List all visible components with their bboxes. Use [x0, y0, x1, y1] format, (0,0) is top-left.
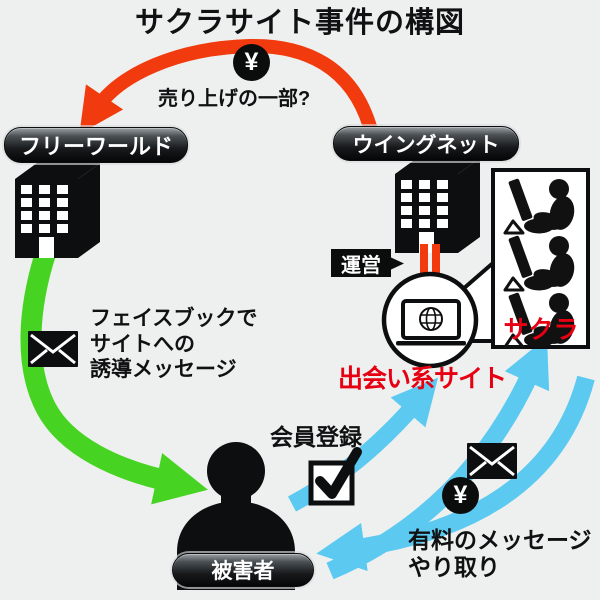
sakura-label: サクラ [503, 316, 579, 344]
mail-icon [465, 441, 519, 481]
victim-label: 被害者 [172, 553, 314, 587]
paid-message-line: 有料のメッセージ [408, 527, 592, 553]
paid-message-label: 有料のメッセージ やり取り [408, 527, 592, 581]
facebook-lure-line: サイトへの [90, 332, 195, 356]
yen-icon: ¥ [442, 477, 479, 514]
operation-link-bar [420, 244, 428, 280]
free-world-building-icon [15, 163, 100, 258]
paid-message-line: やり取り [408, 554, 500, 580]
registration-label: 会員登録 [270, 424, 362, 450]
facebook-lure-line: 誘導メッセージ [90, 358, 237, 381]
globe-laptop-icon [396, 299, 466, 346]
yen-icon: ¥ [233, 44, 270, 81]
mail-icon [26, 329, 80, 369]
company-wing-net-label: ウイングネット [333, 126, 519, 161]
wing-net-building-icon [395, 158, 480, 253]
checkbox-icon [308, 447, 362, 506]
company-free-world-label: フリーワールド [4, 127, 188, 163]
facebook-lure-label: フェイスブックで サイトへの 誘導メッセージ [90, 306, 257, 383]
messages-down-arrow [316, 375, 595, 572]
operation-tag: 運営 [331, 249, 391, 277]
facebook-lure-line: フェイスブックで [90, 307, 258, 330]
operation-tag-pointer [390, 257, 404, 270]
revenue-share-label: 売り上げの一部? [158, 88, 311, 110]
dating-site-label: 出会い系サイト [338, 365, 507, 393]
lure-message-arrow [20, 248, 208, 505]
operation-link-bar [432, 244, 440, 280]
page-title: サクラサイト事件の構図 [134, 7, 465, 39]
